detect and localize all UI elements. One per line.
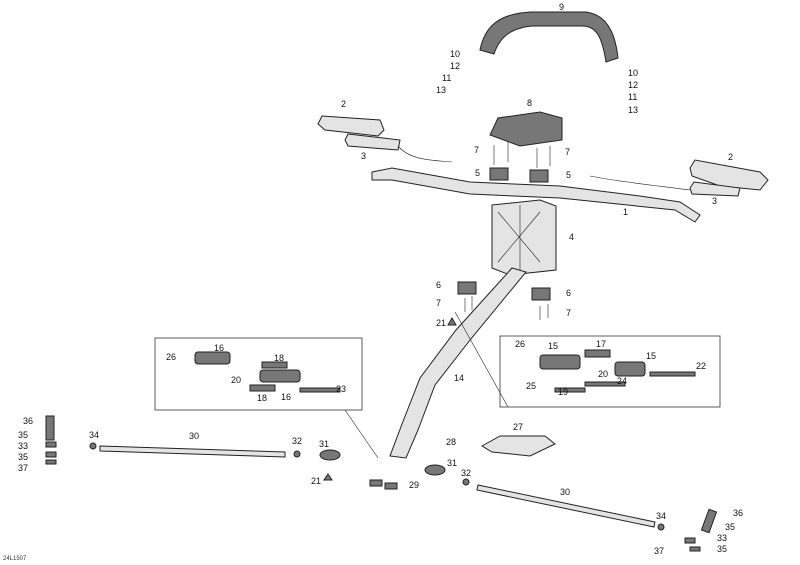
handlebar bbox=[371, 167, 701, 223]
label-2: 2 bbox=[341, 99, 346, 109]
label-10: 10 bbox=[628, 68, 638, 78]
steering-column bbox=[389, 267, 527, 459]
label-10: 10 bbox=[450, 49, 460, 59]
label-23: 23 bbox=[336, 384, 346, 394]
label-2: 2 bbox=[728, 152, 733, 162]
label-28: 28 bbox=[446, 437, 456, 447]
label-5: 5 bbox=[566, 170, 571, 180]
label-3: 3 bbox=[361, 151, 366, 161]
clamp-6-right bbox=[531, 287, 551, 301]
label-31: 31 bbox=[319, 439, 329, 449]
label-12: 12 bbox=[450, 61, 460, 71]
label-34: 34 bbox=[656, 511, 666, 521]
steering-arm bbox=[481, 435, 556, 457]
label-16: 16 bbox=[214, 343, 224, 353]
label-25: 25 bbox=[526, 381, 536, 391]
label-26: 26 bbox=[515, 339, 525, 349]
label-32: 32 bbox=[461, 468, 471, 478]
part-labels: 1 2 2 3 3 4 5 5 6 6 7 7 7 7 8 9 10 10 11… bbox=[18, 2, 743, 556]
label-6: 6 bbox=[566, 288, 571, 298]
riser bbox=[491, 199, 557, 276]
inset-left bbox=[154, 337, 363, 411]
heater-right bbox=[689, 181, 741, 197]
tie-rod-right bbox=[476, 484, 656, 528]
label-15: 15 bbox=[548, 341, 558, 351]
clamp-5-right bbox=[529, 169, 549, 183]
grip-right bbox=[689, 159, 769, 191]
label-33: 33 bbox=[717, 533, 727, 543]
label-37: 37 bbox=[18, 463, 28, 473]
label-5: 5 bbox=[475, 168, 480, 178]
label-33: 33 bbox=[18, 441, 28, 451]
label-8: 8 bbox=[527, 98, 532, 108]
label-7: 7 bbox=[566, 308, 571, 318]
label-11: 11 bbox=[628, 92, 637, 102]
label-18: 18 bbox=[274, 353, 284, 363]
label-20: 20 bbox=[231, 375, 241, 385]
diagram-code: 24L1507 bbox=[3, 556, 27, 562]
grip-left bbox=[317, 115, 385, 137]
handlebar-pad bbox=[489, 111, 563, 147]
label-9: 9 bbox=[559, 2, 564, 12]
label-22: 22 bbox=[696, 361, 706, 371]
label-16: 16 bbox=[281, 392, 291, 402]
label-37: 37 bbox=[654, 546, 664, 556]
label-26: 26 bbox=[166, 352, 176, 362]
label-14: 14 bbox=[454, 373, 464, 383]
label-15: 15 bbox=[646, 351, 656, 361]
label-30: 30 bbox=[189, 431, 199, 441]
label-35: 35 bbox=[725, 522, 735, 532]
label-6: 6 bbox=[436, 280, 441, 290]
label-35: 35 bbox=[18, 430, 28, 440]
label-24: 24 bbox=[617, 376, 627, 386]
label-7: 7 bbox=[565, 147, 570, 157]
label-12: 12 bbox=[628, 80, 638, 90]
label-4: 4 bbox=[569, 232, 574, 242]
label-21: 21 bbox=[311, 476, 321, 486]
label-7: 7 bbox=[436, 298, 441, 308]
label-27: 27 bbox=[513, 422, 523, 432]
clamp-5-left bbox=[489, 167, 509, 181]
label-19: 19 bbox=[558, 387, 568, 397]
label-31: 31 bbox=[447, 458, 457, 468]
label-21: 21 bbox=[436, 318, 446, 328]
label-20: 20 bbox=[598, 369, 608, 379]
heater-left bbox=[344, 133, 401, 151]
hardware bbox=[45, 316, 718, 552]
label-35: 35 bbox=[717, 544, 727, 554]
label-29: 29 bbox=[409, 480, 419, 490]
grab-handle bbox=[479, 11, 619, 63]
label-34: 34 bbox=[89, 430, 99, 440]
label-32: 32 bbox=[292, 436, 302, 446]
label-11: 11 bbox=[442, 73, 451, 83]
label-1: 1 bbox=[623, 207, 628, 217]
label-7: 7 bbox=[474, 145, 479, 155]
label-18: 18 bbox=[257, 393, 267, 403]
label-3: 3 bbox=[712, 196, 717, 206]
clamp-6-left bbox=[457, 281, 477, 295]
label-36: 36 bbox=[733, 508, 743, 518]
label-13: 13 bbox=[628, 105, 638, 115]
label-13: 13 bbox=[436, 85, 446, 95]
label-30: 30 bbox=[560, 487, 570, 497]
tie-rod-left bbox=[99, 445, 286, 458]
label-35: 35 bbox=[18, 452, 28, 462]
label-17: 17 bbox=[596, 339, 606, 349]
label-36: 36 bbox=[23, 416, 33, 426]
